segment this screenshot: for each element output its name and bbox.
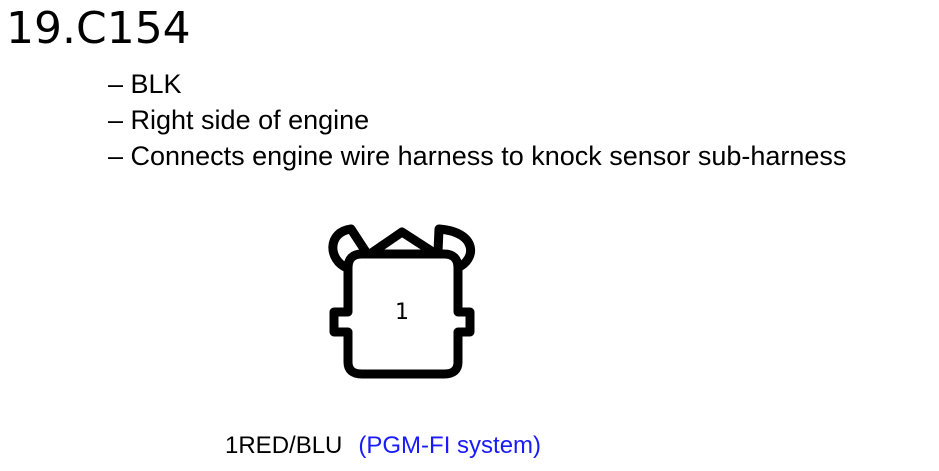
pin-1-label: 1 (395, 300, 409, 325)
wire-color-code: 1RED/BLU (225, 432, 343, 459)
connector-diagram: 1 (328, 224, 476, 379)
connector-key-peak (367, 227, 439, 258)
connector-housing (329, 249, 475, 379)
left-latch-ear (328, 224, 371, 273)
detail-color: – BLK (108, 69, 182, 99)
connector-title: 19.C154 (6, 3, 191, 54)
detail-location: – Right side of engine (108, 105, 370, 135)
wire-info: 1RED/BLU (PGM-FI system) (225, 431, 541, 461)
detail-function: – Connects engine wire harness to knock … (108, 141, 847, 171)
wire-system: (PGM-FI system) (358, 432, 542, 459)
connector-details: – BLK – Right side of engine – Connects … (108, 66, 846, 174)
right-latch-ear (433, 224, 476, 273)
